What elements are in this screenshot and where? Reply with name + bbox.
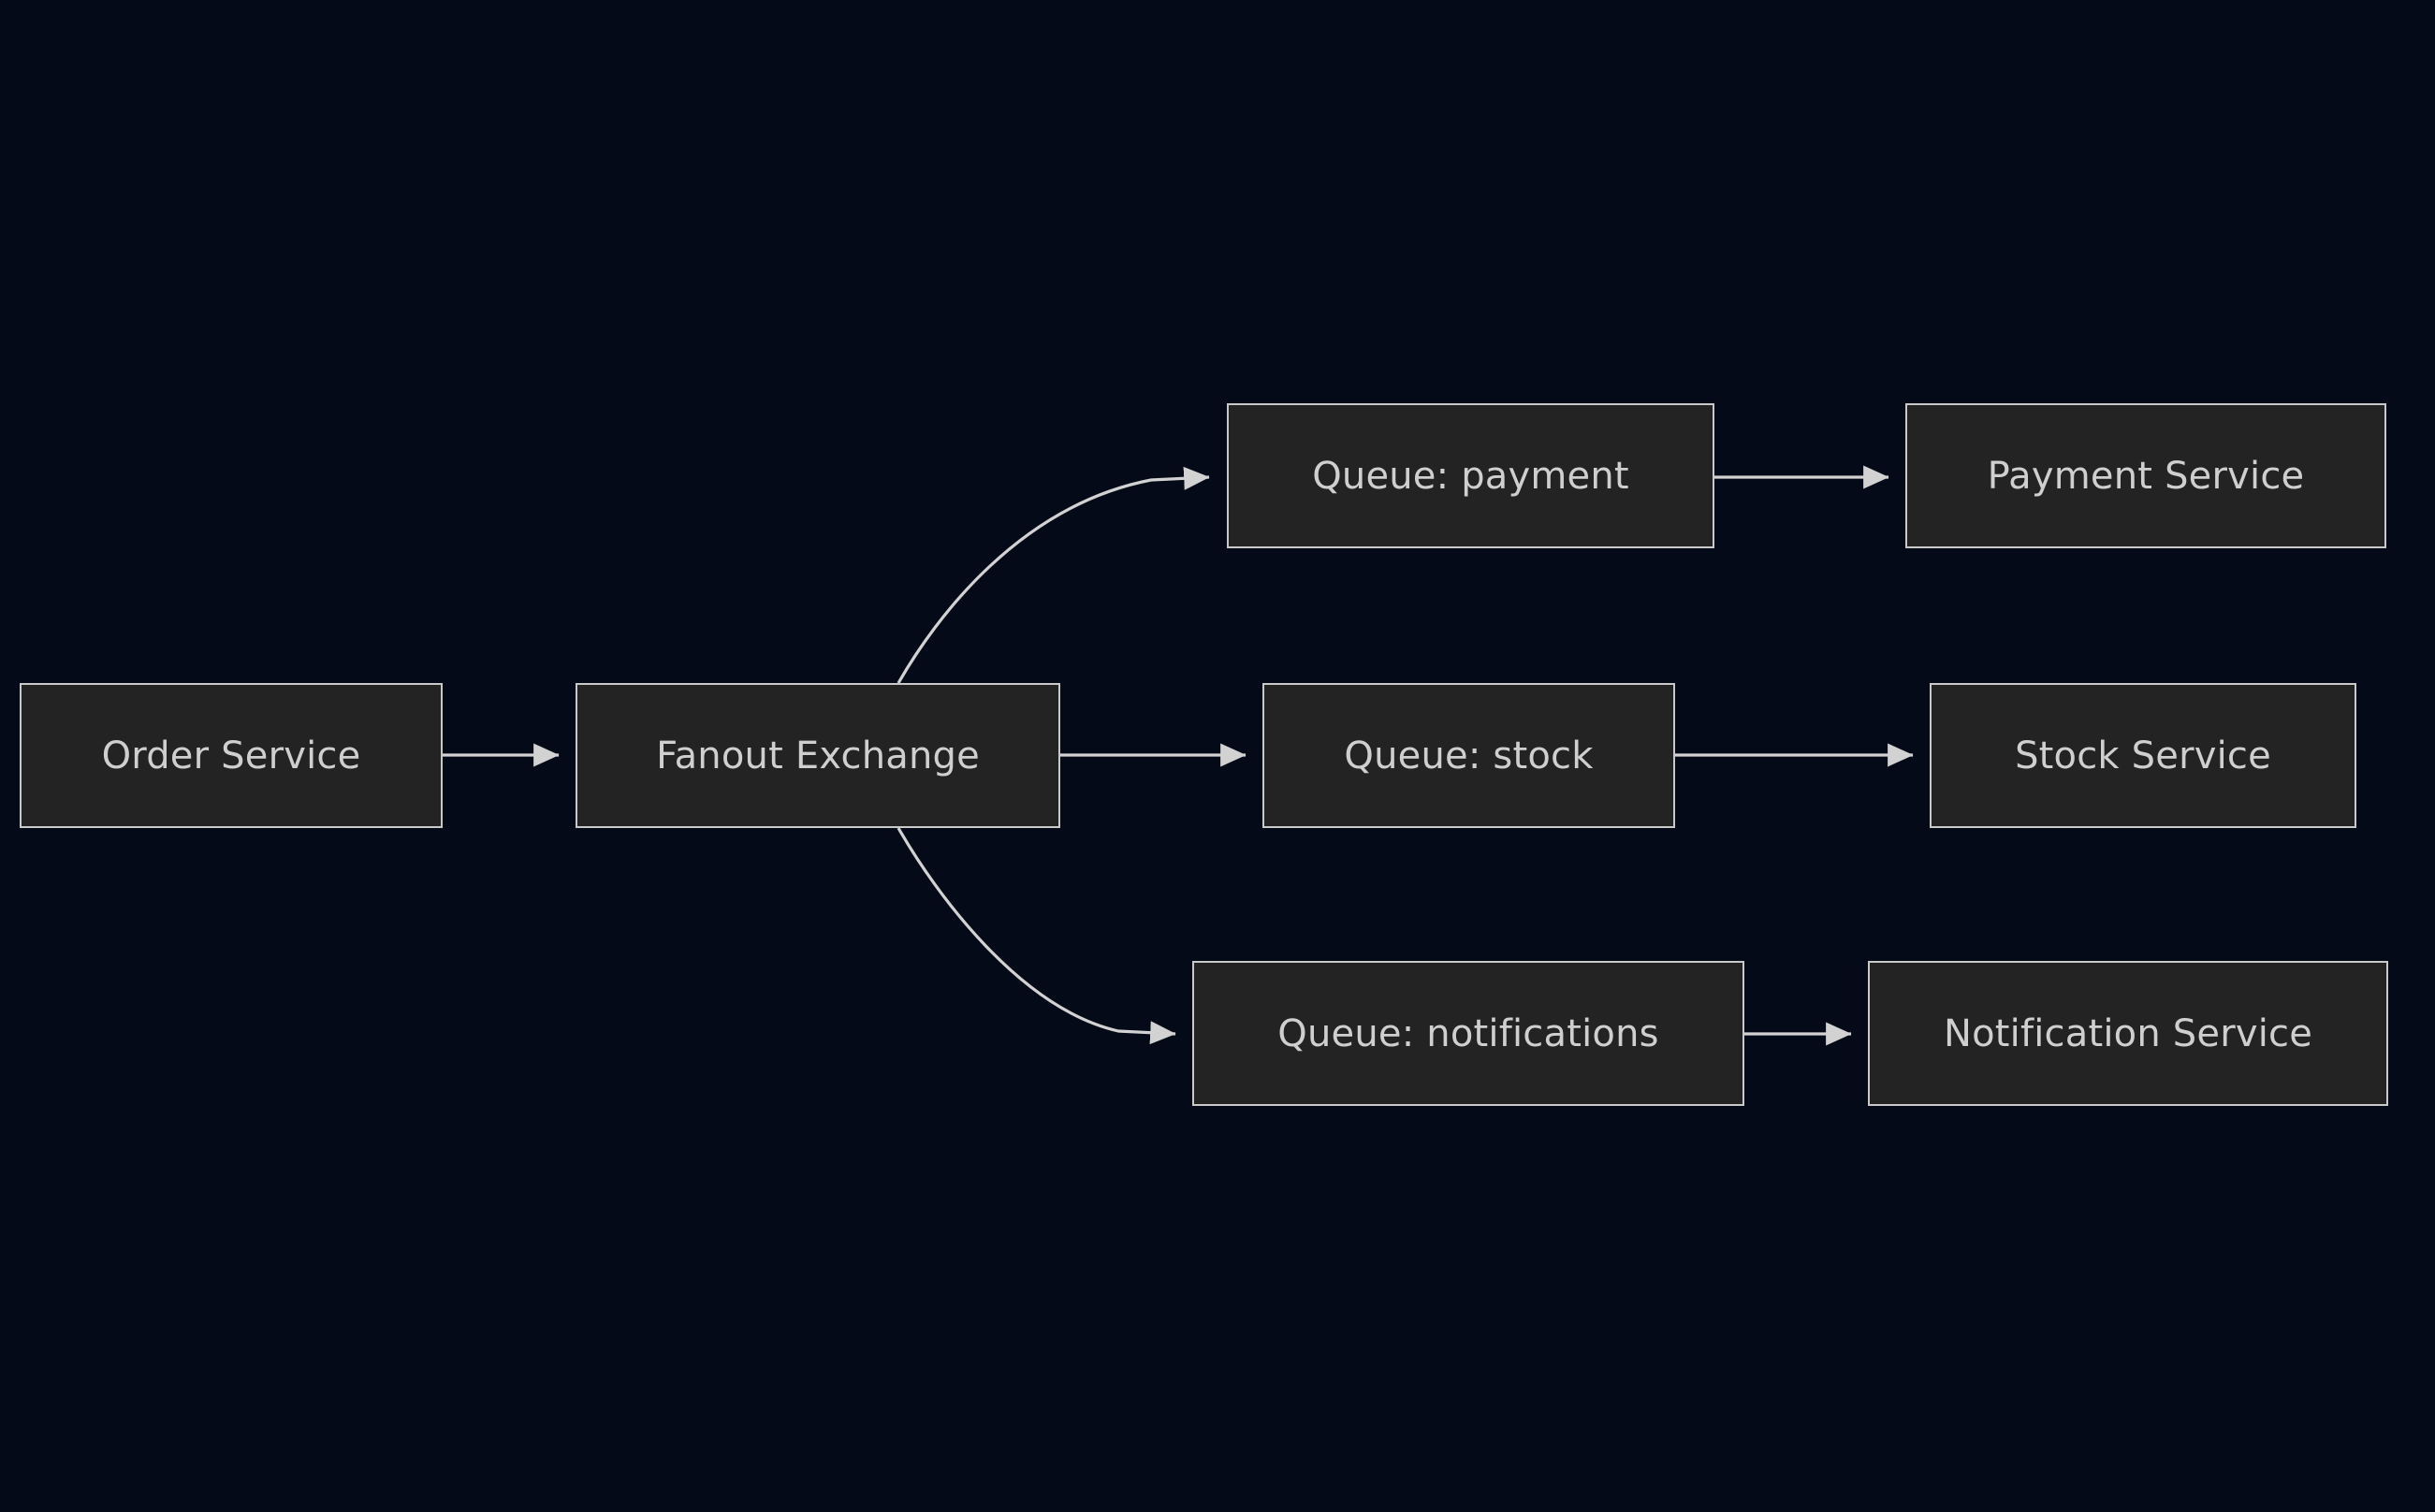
node-fanout-exchange[interactable]: Fanout Exchange	[576, 683, 1060, 828]
node-payment-service[interactable]: Payment Service	[1905, 403, 2386, 548]
node-label-queue-stock: Queue: stock	[1344, 734, 1594, 778]
node-label-queue-notifications: Queue: notifications	[1277, 1011, 1659, 1055]
node-queue-notifications[interactable]: Queue: notifications	[1192, 961, 1744, 1106]
node-label-stock-service: Stock Service	[2015, 734, 2271, 778]
node-label-order-service: Order Service	[101, 734, 361, 778]
node-label-payment-service: Payment Service	[1987, 454, 2305, 498]
node-queue-stock[interactable]: Queue: stock	[1262, 683, 1675, 828]
node-label-fanout-exchange: Fanout Exchange	[656, 734, 980, 778]
node-label-notification-service: Notification Service	[1943, 1011, 2313, 1055]
node-order-service[interactable]: Order Service	[20, 683, 443, 828]
node-stock-service[interactable]: Stock Service	[1930, 683, 2356, 828]
node-notification-service[interactable]: Notification Service	[1868, 961, 2388, 1106]
node-label-queue-payment: Queue: payment	[1312, 454, 1629, 498]
edge-fanout-to-queue-notifications	[897, 827, 1176, 1045]
node-queue-payment[interactable]: Queue: payment	[1227, 403, 1714, 548]
edge-fanout-to-queue-payment	[897, 466, 1210, 684]
